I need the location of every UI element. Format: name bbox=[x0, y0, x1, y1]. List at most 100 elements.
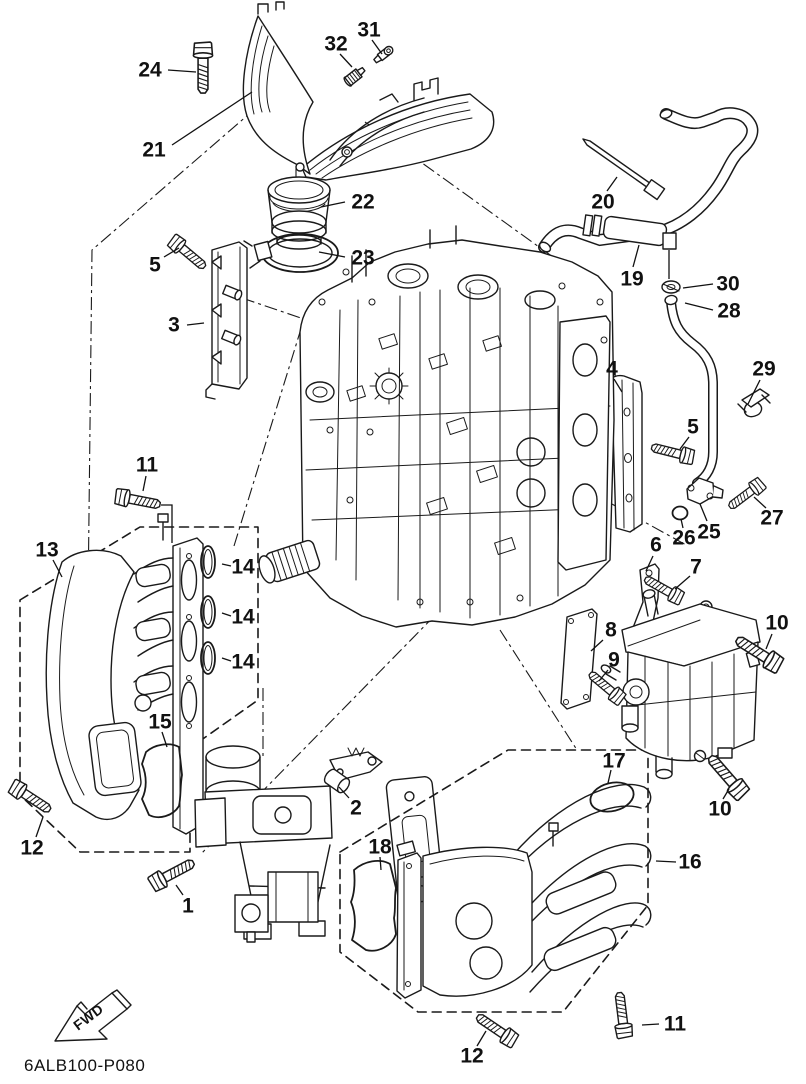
leader-line-26 bbox=[680, 518, 684, 529]
leader-line-14 bbox=[221, 563, 232, 567]
callout-label-25: 25 bbox=[697, 521, 721, 544]
callout-label-26: 26 bbox=[672, 527, 695, 550]
leader-line-25 bbox=[699, 503, 708, 522]
leader-line-19 bbox=[632, 244, 640, 268]
bolt-11-left-drawing bbox=[112, 486, 163, 514]
leader-line-6 bbox=[645, 555, 654, 572]
leader-line-20 bbox=[606, 176, 618, 192]
callout-label-14: 14 bbox=[231, 651, 255, 674]
callout-label-12: 12 bbox=[460, 1045, 483, 1068]
callout-label-13: 13 bbox=[35, 539, 58, 562]
callout-label-16: 16 bbox=[678, 851, 701, 874]
leader-line-10 bbox=[722, 788, 730, 800]
callout-label-6: 6 bbox=[650, 534, 662, 557]
manifold-16-dashed-box bbox=[339, 749, 649, 1013]
leader-line-3 bbox=[186, 322, 205, 326]
leader-line-7 bbox=[674, 575, 691, 590]
callout-label-19: 19 bbox=[620, 268, 643, 291]
leader-line-23 bbox=[318, 251, 346, 258]
oring-26-drawing bbox=[671, 505, 689, 521]
leader-line-17 bbox=[607, 769, 612, 784]
leader-line-15 bbox=[161, 731, 168, 748]
leader-line-21 bbox=[171, 91, 253, 146]
oring-17-drawing bbox=[589, 781, 635, 813]
spacer-2-drawing bbox=[323, 768, 351, 794]
fitting-31-drawing bbox=[373, 45, 394, 64]
callout-label-3: 3 bbox=[168, 314, 180, 337]
leader-line-4 bbox=[613, 378, 623, 393]
fitting-32-drawing bbox=[343, 66, 366, 87]
callout-label-21: 21 bbox=[142, 139, 166, 162]
callout-label-29: 29 bbox=[752, 358, 775, 381]
callout-label-5: 5 bbox=[149, 254, 161, 277]
callout-label-31: 31 bbox=[357, 19, 381, 42]
callout-label-7: 7 bbox=[690, 556, 702, 579]
callout-label-28: 28 bbox=[717, 300, 741, 323]
callout-label-15: 15 bbox=[148, 711, 172, 734]
leader-line-2 bbox=[338, 786, 350, 799]
leader-line-13 bbox=[52, 559, 63, 578]
cable-tie-drawing bbox=[582, 138, 666, 201]
bolt-5-right-drawing bbox=[649, 438, 697, 467]
duct-clamp-drawing bbox=[243, 233, 339, 273]
bolt-5-left-drawing bbox=[165, 232, 211, 274]
diagram-code: 6ALB100-P080 bbox=[24, 1056, 145, 1075]
leader-line-5 bbox=[163, 247, 180, 258]
intake-manifold-16-drawing bbox=[396, 783, 652, 999]
callout-label-24: 24 bbox=[138, 59, 162, 82]
leader-line-1 bbox=[175, 884, 184, 896]
stay-plate-3-drawing bbox=[205, 241, 248, 400]
bolt-1-drawing bbox=[146, 853, 199, 894]
callout-label-10: 10 bbox=[708, 798, 731, 821]
leader-line-8 bbox=[590, 639, 604, 652]
gasket-18-drawing bbox=[350, 859, 397, 952]
leader-line-16 bbox=[655, 860, 677, 863]
leader-line-14 bbox=[221, 612, 232, 617]
callout-label-30: 30 bbox=[716, 273, 739, 296]
leader-line-28 bbox=[684, 302, 714, 311]
callout-label-23: 23 bbox=[351, 247, 374, 270]
gasket-8-drawing bbox=[560, 608, 598, 710]
bolt-24-drawing bbox=[192, 41, 214, 94]
fwd-arrow: FWD bbox=[54, 989, 132, 1042]
leader-line-5 bbox=[679, 436, 690, 450]
callout-label-27: 27 bbox=[760, 507, 783, 530]
callout-label-20: 20 bbox=[591, 191, 614, 214]
callout-label-11: 11 bbox=[664, 1013, 687, 1036]
callout-label-18: 18 bbox=[368, 836, 392, 859]
bolt-12-left-drawing bbox=[6, 777, 56, 818]
callout-label-14: 14 bbox=[231, 556, 255, 579]
engine-block-drawing bbox=[258, 225, 615, 628]
leader-line-12 bbox=[476, 1030, 487, 1047]
callout-label-8: 8 bbox=[605, 619, 617, 642]
callout-label-14: 14 bbox=[231, 606, 255, 629]
fuel-pump-assembly-drawing bbox=[600, 589, 761, 780]
leader-line-11 bbox=[641, 1023, 660, 1026]
callout-label-9: 9 bbox=[608, 649, 620, 672]
callout-label-1: 1 bbox=[182, 895, 194, 918]
leader-line-22 bbox=[320, 201, 346, 208]
breather-hose-drawing bbox=[538, 107, 759, 253]
leader-line-11 bbox=[142, 475, 147, 492]
leader-line-24 bbox=[167, 69, 197, 73]
elbow-joint-25-drawing bbox=[686, 477, 724, 505]
leader-line-32 bbox=[339, 53, 353, 68]
leader-line-14 bbox=[221, 657, 232, 662]
callout-label-4: 4 bbox=[606, 358, 618, 381]
clip-30-drawing bbox=[661, 280, 681, 294]
callout-label-10: 10 bbox=[765, 612, 788, 635]
intake-silencer-cover-drawing bbox=[242, 1, 495, 181]
callout-label-12: 12 bbox=[20, 837, 43, 860]
gasket-15-drawing bbox=[141, 743, 183, 819]
intake-manifold-13-drawing bbox=[45, 513, 204, 835]
callout-label-22: 22 bbox=[351, 191, 374, 214]
bolt-11-bottom-drawing bbox=[610, 990, 635, 1040]
leader-line-12 bbox=[35, 816, 44, 838]
callout-label-5: 5 bbox=[687, 416, 699, 439]
leader-line-18 bbox=[379, 856, 382, 871]
bolt-12-bottom-drawing bbox=[472, 1008, 521, 1050]
callout-label-11: 11 bbox=[136, 454, 159, 477]
